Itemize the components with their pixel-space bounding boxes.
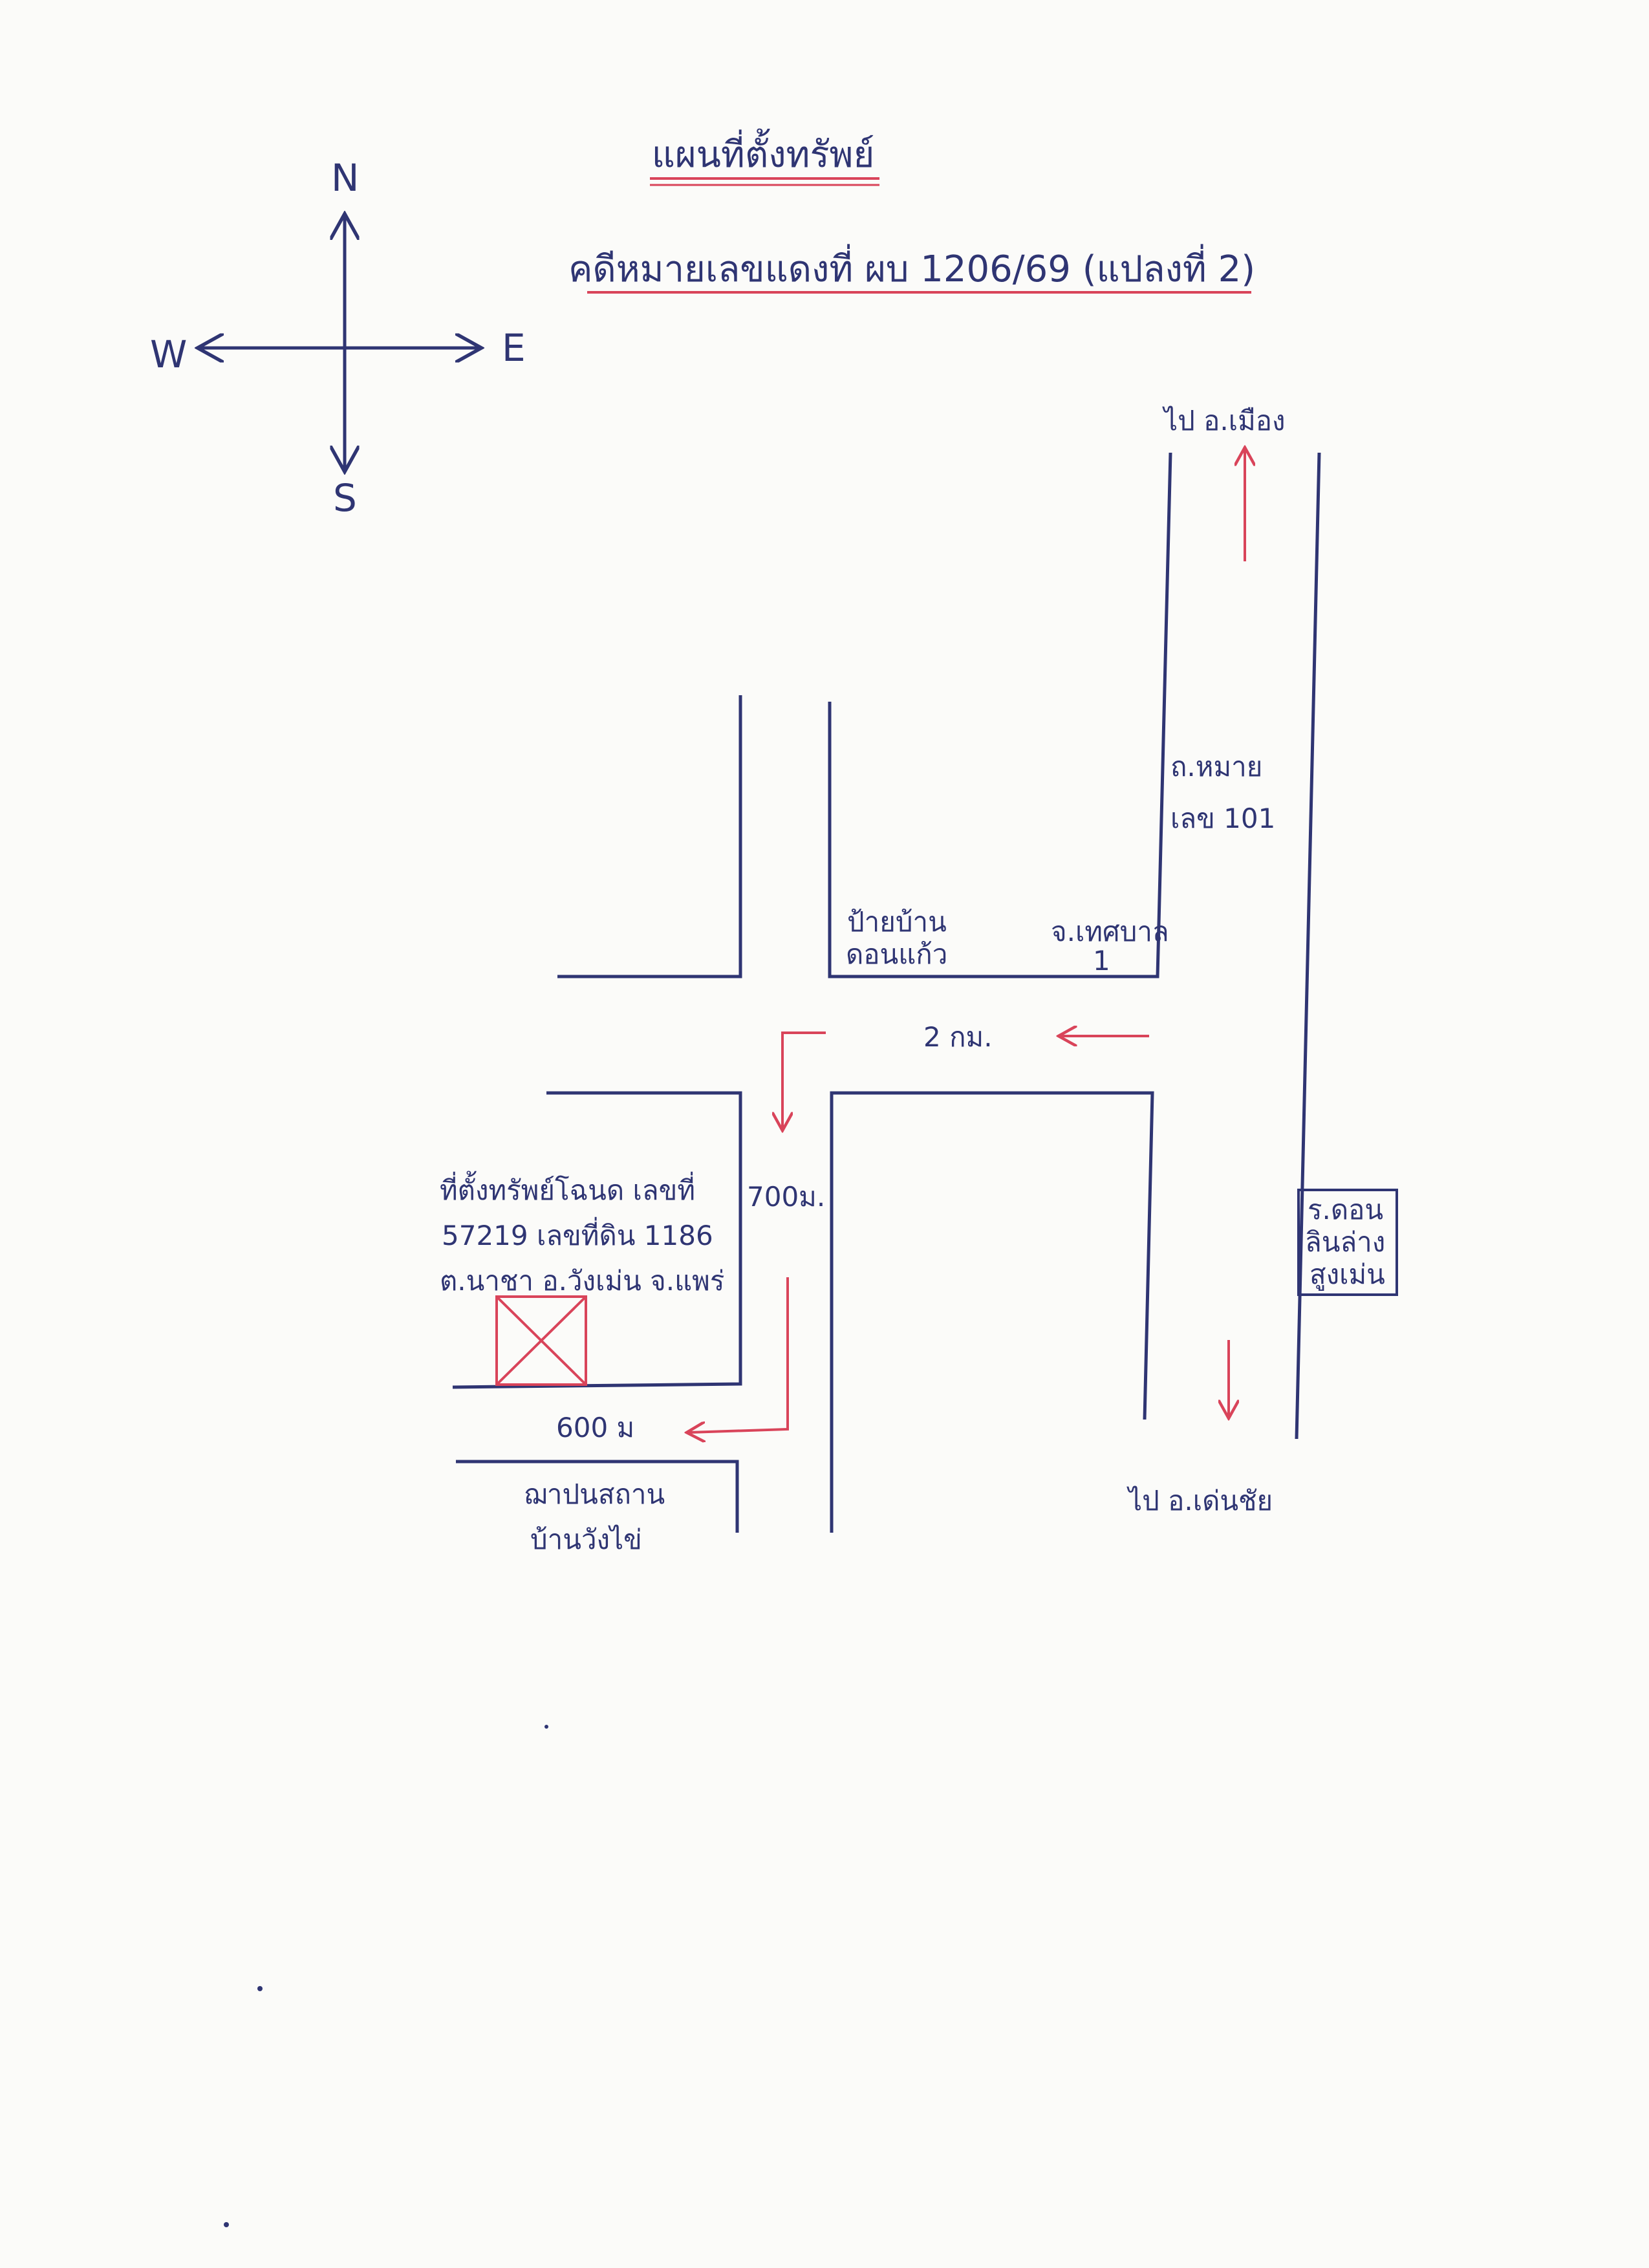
scan-specks [224,1725,548,2227]
arrow-turn-south [782,1031,826,1129]
label-kiosk-3: สูงเม่น [1310,1258,1385,1291]
label-municipality-1: จ.เทศบาล [1051,916,1169,947]
kiosk-box [1297,1189,1398,1296]
label-to-mueang: ไป อ.เมือง [1162,405,1285,437]
label-distance-700m: 700ม. [747,1181,825,1213]
compass-south: S [333,476,357,520]
label-bus-stop-1: ป้ายบ้าน [847,906,947,938]
label-to-den-chai: ไป อ.เด่นชัย [1126,1485,1273,1517]
arrow-700m [689,1277,789,1432]
compass-east: E [502,326,526,370]
south-block-e [830,1091,1154,1533]
highway-left-edge [828,452,1172,978]
side-road-nw [557,695,742,978]
label-crematorium-1: ฌาปนสถาน [524,1478,665,1510]
compass-west: W [150,332,187,376]
map-title: แผนที่ตั้งทรัพย์ [652,129,875,176]
south-block-w [452,1091,742,1389]
route-arrows [689,449,1245,1432]
label-property-1: ที่ตั้งทรัพย์โฉนด เลขที่ [440,1171,695,1206]
label-municipality-2: 1 [1093,945,1110,977]
label-kiosk-2: ลินล่าง [1305,1226,1385,1258]
label-distance-2km: 2 กม. [923,1021,993,1053]
label-highway-number: เลข 101 [1170,803,1275,834]
compass-north: N [331,156,359,200]
label-highway: ถ.หมาย [1170,751,1262,783]
property-marker [495,1295,587,1386]
label-kiosk-1: ร.ดอน [1308,1194,1383,1226]
label-distance-600m: 600 ม [556,1412,634,1443]
label-crematorium-2: บ้านวังไข่ [530,1524,642,1555]
compass-icon: N S E W [150,156,526,520]
label-property-2: 57219 เลขที่ดิน 1186 [442,1217,713,1251]
school-road [456,1460,739,1533]
highway-right-edge [1295,452,1321,1440]
label-bus-stop-2: ดอนแก้ว [846,938,947,970]
case-number: คดีหมายเลขแดงที่ ผบ 1206/69 (แปลงที่ 2) [568,244,1255,290]
road-lines [452,452,1321,1533]
label-property-3: ต.นาชา อ.วังเม่น จ.แพร่ [440,1265,724,1297]
